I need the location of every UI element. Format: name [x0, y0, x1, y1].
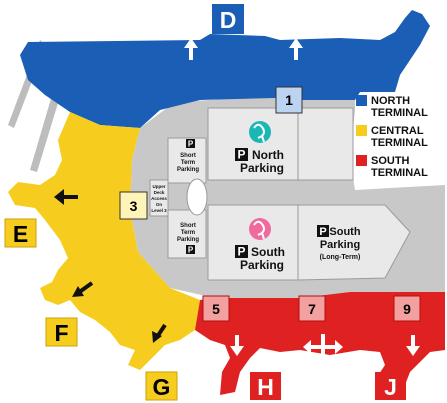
south-terminal [195, 292, 445, 395]
concourse-e-box [4, 218, 37, 248]
arrow-down-icon [406, 335, 420, 356]
legend-north-1: NORTH [371, 95, 410, 107]
parking-p-badge [235, 245, 248, 258]
concourse-d-box [212, 4, 244, 34]
south-parking-p: P [237, 245, 245, 259]
roundabout [186, 178, 208, 216]
central-terminal [8, 112, 200, 370]
flamingo-teal-icon [249, 121, 271, 143]
garage-7-box [298, 295, 326, 322]
legend-central-2: TERMINAL [371, 137, 428, 149]
upper-deck-4: On [156, 202, 163, 207]
concourse-h-label: H [257, 374, 274, 400]
upper-deck-1: Upper [152, 184, 165, 189]
north-parking-p: P [237, 148, 245, 162]
legend-south-1: SOUTH [371, 155, 410, 167]
legend-swatch-north [356, 95, 367, 106]
south-parking-label-2: Parking [240, 258, 284, 272]
garage-7-label: 7 [308, 301, 316, 317]
south-parking-lot [207, 204, 299, 281]
garage-1-box [275, 86, 303, 114]
arrow-down-left-icon [72, 281, 94, 297]
arrow-up-icon [184, 38, 198, 60]
concourse-f-box [45, 317, 78, 347]
south-longterm-lot [297, 204, 411, 281]
st-bot-line2: Term [181, 230, 195, 236]
parking-p-badge [186, 139, 195, 148]
arrow-up-icon [289, 38, 303, 60]
parking-p-badge [186, 245, 195, 254]
arrow-down-icon [230, 335, 244, 356]
concourse-j-label: J [384, 374, 397, 400]
legend-south-2: TERMINAL [371, 167, 428, 179]
st-bot-line1: Short [180, 223, 196, 229]
north-terminal [20, 10, 430, 128]
legend: NORTH TERMINAL CENTRAL TERMINAL SOUTH TE… [356, 95, 428, 179]
st-top-line3: Parking [177, 167, 199, 173]
garage-9-label: 9 [403, 301, 411, 317]
st-bot-p: P [188, 246, 194, 255]
legend-north-2: TERMINAL [371, 107, 428, 119]
concourse-j-box [375, 372, 406, 400]
garage-3-box [119, 191, 148, 220]
longterm-label-2: Parking [320, 239, 360, 251]
st-top-line1: Short [180, 153, 196, 159]
upper-deck-3: Access [151, 196, 167, 201]
upper-deck-5: Level 3 [151, 208, 167, 213]
north-parking-label-1: North [252, 148, 284, 162]
upper-deck-block [149, 179, 169, 217]
garage-1-label: 1 [285, 92, 293, 108]
garage-9-box [393, 295, 421, 322]
taxiway-spur [30, 85, 62, 172]
concourse-e-label: E [13, 221, 28, 247]
concourse-g-box [145, 371, 178, 401]
north-parking-label-2: Parking [240, 161, 284, 175]
arrow-left-icon [54, 189, 78, 205]
longterm-label-1: South [329, 226, 360, 238]
garage-5-box [202, 295, 230, 322]
arrow-down-left-icon [152, 323, 167, 343]
north-parking-annex [297, 107, 354, 181]
longterm-label-3: (Long-Term) [320, 254, 361, 261]
legend-swatch-central [356, 125, 367, 136]
legend-swatch-south [356, 155, 367, 166]
concourse-d-label: D [220, 7, 237, 33]
st-top-p: P [188, 140, 194, 149]
st-bot-line3: Parking [177, 237, 199, 243]
longterm-parking-p: P [319, 226, 326, 238]
upper-deck-2: Deck [154, 190, 165, 195]
north-parking-lot [207, 107, 299, 181]
parking-p-badge [317, 225, 329, 237]
concourse-f-label: F [54, 320, 68, 346]
concourse-g-label: G [153, 374, 171, 400]
south-parking-label-1: South [251, 245, 285, 259]
arrow-left-right-down-icon [303, 334, 343, 354]
legend-central-1: CENTRAL [371, 125, 424, 137]
st-top-line2: Term [181, 160, 195, 166]
garage-3-label: 3 [130, 198, 138, 214]
garage-5-label: 5 [212, 301, 220, 317]
flamingo-pink-icon [249, 218, 271, 240]
concourse-h-box [250, 372, 281, 400]
parking-p-badge [235, 148, 248, 161]
